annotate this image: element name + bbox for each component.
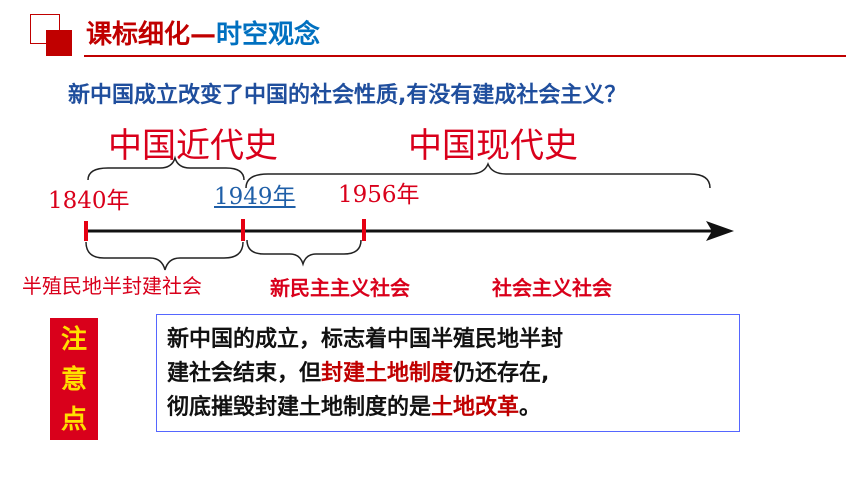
year-label-1949: 1949年 (214, 184, 296, 210)
header-title: 课标细化—时空观念 (86, 18, 320, 52)
note-line-2: 建社会结束，但封建土地制度仍还存在, (167, 357, 729, 391)
note-line-2-text-a: 建社会结束，但 (167, 361, 322, 386)
society-label-new-democratic: 新民主主义社会 (270, 276, 410, 300)
note-line-1: 新中国的成立，标志着中国半殖民地半封 (167, 327, 564, 352)
note-line-2-text-b: 仍还存在, (453, 361, 550, 386)
header-title-part1: 课标细化— (86, 20, 217, 50)
note-badge-char-1: 注 (60, 325, 87, 355)
brace-new-democratic (246, 239, 362, 267)
year-label-1840: 1840年 (48, 188, 130, 214)
note-badge-char-2: 意 (60, 365, 87, 395)
brace-contemporary-history (245, 161, 711, 189)
timeline-arrowhead (706, 221, 734, 241)
period-label-contemporary: 中国现代史 (408, 126, 578, 166)
note-badge-char-3: 点 (60, 405, 87, 435)
brace-modern-history (87, 155, 245, 181)
period-label-modern: 中国近代史 (108, 126, 278, 166)
brace-semi-colonial (85, 241, 244, 271)
header-title-part2: 时空观念 (216, 20, 321, 50)
note-line-3-text-b: 。 (519, 395, 542, 420)
note-emphasis-land-reform: 土地改革 (431, 395, 520, 420)
note-line-3-text-a: 彻底摧毁封建土地制度的是 (167, 395, 432, 420)
logo-outline-square (30, 14, 60, 44)
note-line-3: 彻底摧毁封建土地制度的是土地改革。 (167, 391, 729, 425)
society-label-socialist: 社会主义社会 (492, 276, 612, 300)
header-divider (84, 55, 846, 57)
question-text: 新中国成立改变了中国的社会性质,有没有建成社会主义？ (68, 83, 627, 108)
note-emphasis-feudal-land-system: 封建土地制度 (321, 361, 454, 386)
society-label-semi-colonial: 半殖民地半封建社会 (22, 274, 202, 298)
year-label-1956: 1956年 (338, 182, 420, 208)
note-text-box: 新中国的成立，标志着中国半殖民地半封 建社会结束，但封建土地制度仍还存在, 彻底… (156, 314, 740, 432)
note-badge: 注 意 点 (50, 318, 98, 440)
logo-filled-square (46, 30, 72, 56)
